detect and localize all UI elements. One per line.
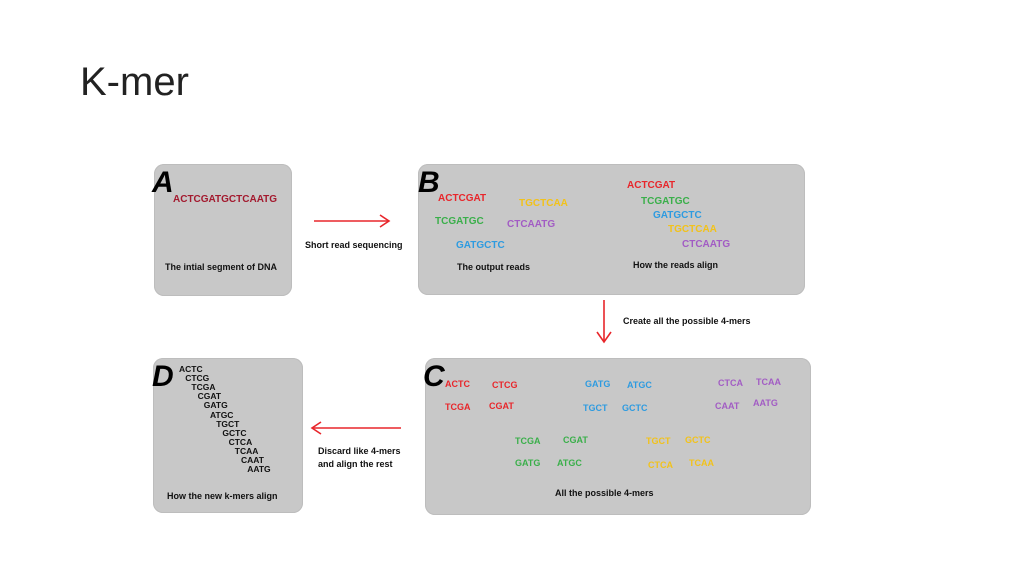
read-gatgctc: GATGCTC [456, 240, 505, 251]
read-tgctcaa: TGCTCAA [519, 198, 568, 209]
aligned-read-actcgat: ACTCGAT [627, 180, 676, 191]
aligned-kmer: CAAT [241, 455, 264, 465]
panel-a-letter: A [152, 166, 174, 199]
aligned-read-tcgatgc: TCGATGC [641, 196, 690, 207]
panel-c-letter: C [423, 360, 445, 393]
kmer-tgct: TGCT [583, 403, 608, 413]
kmer-ctcg: CTCG [492, 380, 518, 390]
panel-b-letter: B [418, 166, 440, 199]
kmer-ctca: CTCA [718, 378, 743, 388]
aligned-kmer: ACTC [179, 364, 203, 374]
aligned-kmer: GCTC [222, 427, 247, 438]
step-label-discard-line2: and align the rest [318, 459, 393, 469]
panel-d-caption: How the new k-mers align [167, 491, 278, 501]
panel-a-caption: The intial segment of DNA [165, 262, 278, 272]
aligned-kmer: CTCG [185, 373, 210, 384]
aligned-kmer: TGCT [216, 418, 240, 429]
kmer-ctca-2: CTCA [648, 460, 673, 470]
read-tcgatgc: TCGATGC [435, 216, 484, 227]
kmer-gatg: GATG [585, 379, 611, 389]
aligned-kmer: TCAA [234, 445, 259, 456]
kmer-atgc: ATGC [627, 380, 652, 390]
step-label-short-read: Short read sequencing [305, 240, 403, 250]
slide-title: K-mer [80, 60, 189, 104]
panel-c-caption: All the possible 4-mers [555, 488, 654, 498]
kmer-tcga-2: TCGA [515, 436, 541, 446]
aligned-kmer: ATGC [210, 409, 234, 420]
aligned-kmer: AATG [247, 464, 271, 475]
kmer-actc: ACTC [445, 379, 470, 389]
kmer-aatg: AATG [753, 398, 778, 408]
aligned-kmer: GATG [203, 400, 228, 411]
kmer-cgat-2: CGAT [563, 435, 588, 445]
kmer-tcaa: TCAA [756, 377, 781, 387]
kmer-tcga: TCGA [445, 402, 471, 412]
panel-d-letter: D [152, 360, 174, 393]
arrow-c-to-d [310, 421, 401, 435]
aligned-read-gatgctc: GATGCTC [653, 210, 702, 221]
panel-c: C ACTC CTCG TCGA CGAT GATG ATGC TGCT GCT… [423, 358, 811, 515]
panel-b-caption-right: How the reads align [633, 260, 719, 270]
aligned-read-tgctcaa: TGCTCAA [668, 224, 717, 235]
kmer-gatg-2: GATG [515, 458, 541, 468]
kmer-cgat: CGAT [489, 401, 514, 411]
kmer-gctc-2: GCTC [685, 435, 711, 445]
aligned-kmer: CGAT [197, 391, 222, 402]
step-label-discard-line1: Discard like 4-mers [318, 446, 401, 456]
panel-b: B ACTCGAT TGCTCAA TCGATGC CTCAATG GATGCT… [418, 164, 805, 295]
kmer-caat: CAAT [715, 401, 740, 411]
kmer-tcaa-2: TCAA [689, 458, 714, 468]
arrow-b-to-c [596, 300, 612, 344]
arrow-a-to-b [314, 214, 391, 228]
dna-sequence: ACTCGATGCTCAATG [173, 194, 278, 205]
panel-a: A ACTCGATGCTCAATG The intial segment of … [152, 164, 292, 296]
step-label-create-4mers: Create all the possible 4-mers [623, 316, 751, 326]
aligned-kmer: CTCA [228, 436, 253, 447]
read-actcgat: ACTCGAT [438, 193, 487, 204]
kmer-atgc-2: ATGC [557, 458, 582, 468]
aligned-read-ctcaatg: CTCAATG [682, 239, 731, 250]
kmer-gctc: GCTC [622, 403, 648, 413]
panel-b-caption-left: The output reads [457, 262, 531, 272]
aligned-kmer: TCGA [191, 382, 216, 393]
kmer-tgct-2: TGCT [646, 436, 671, 446]
read-ctcaatg: CTCAATG [507, 219, 556, 230]
